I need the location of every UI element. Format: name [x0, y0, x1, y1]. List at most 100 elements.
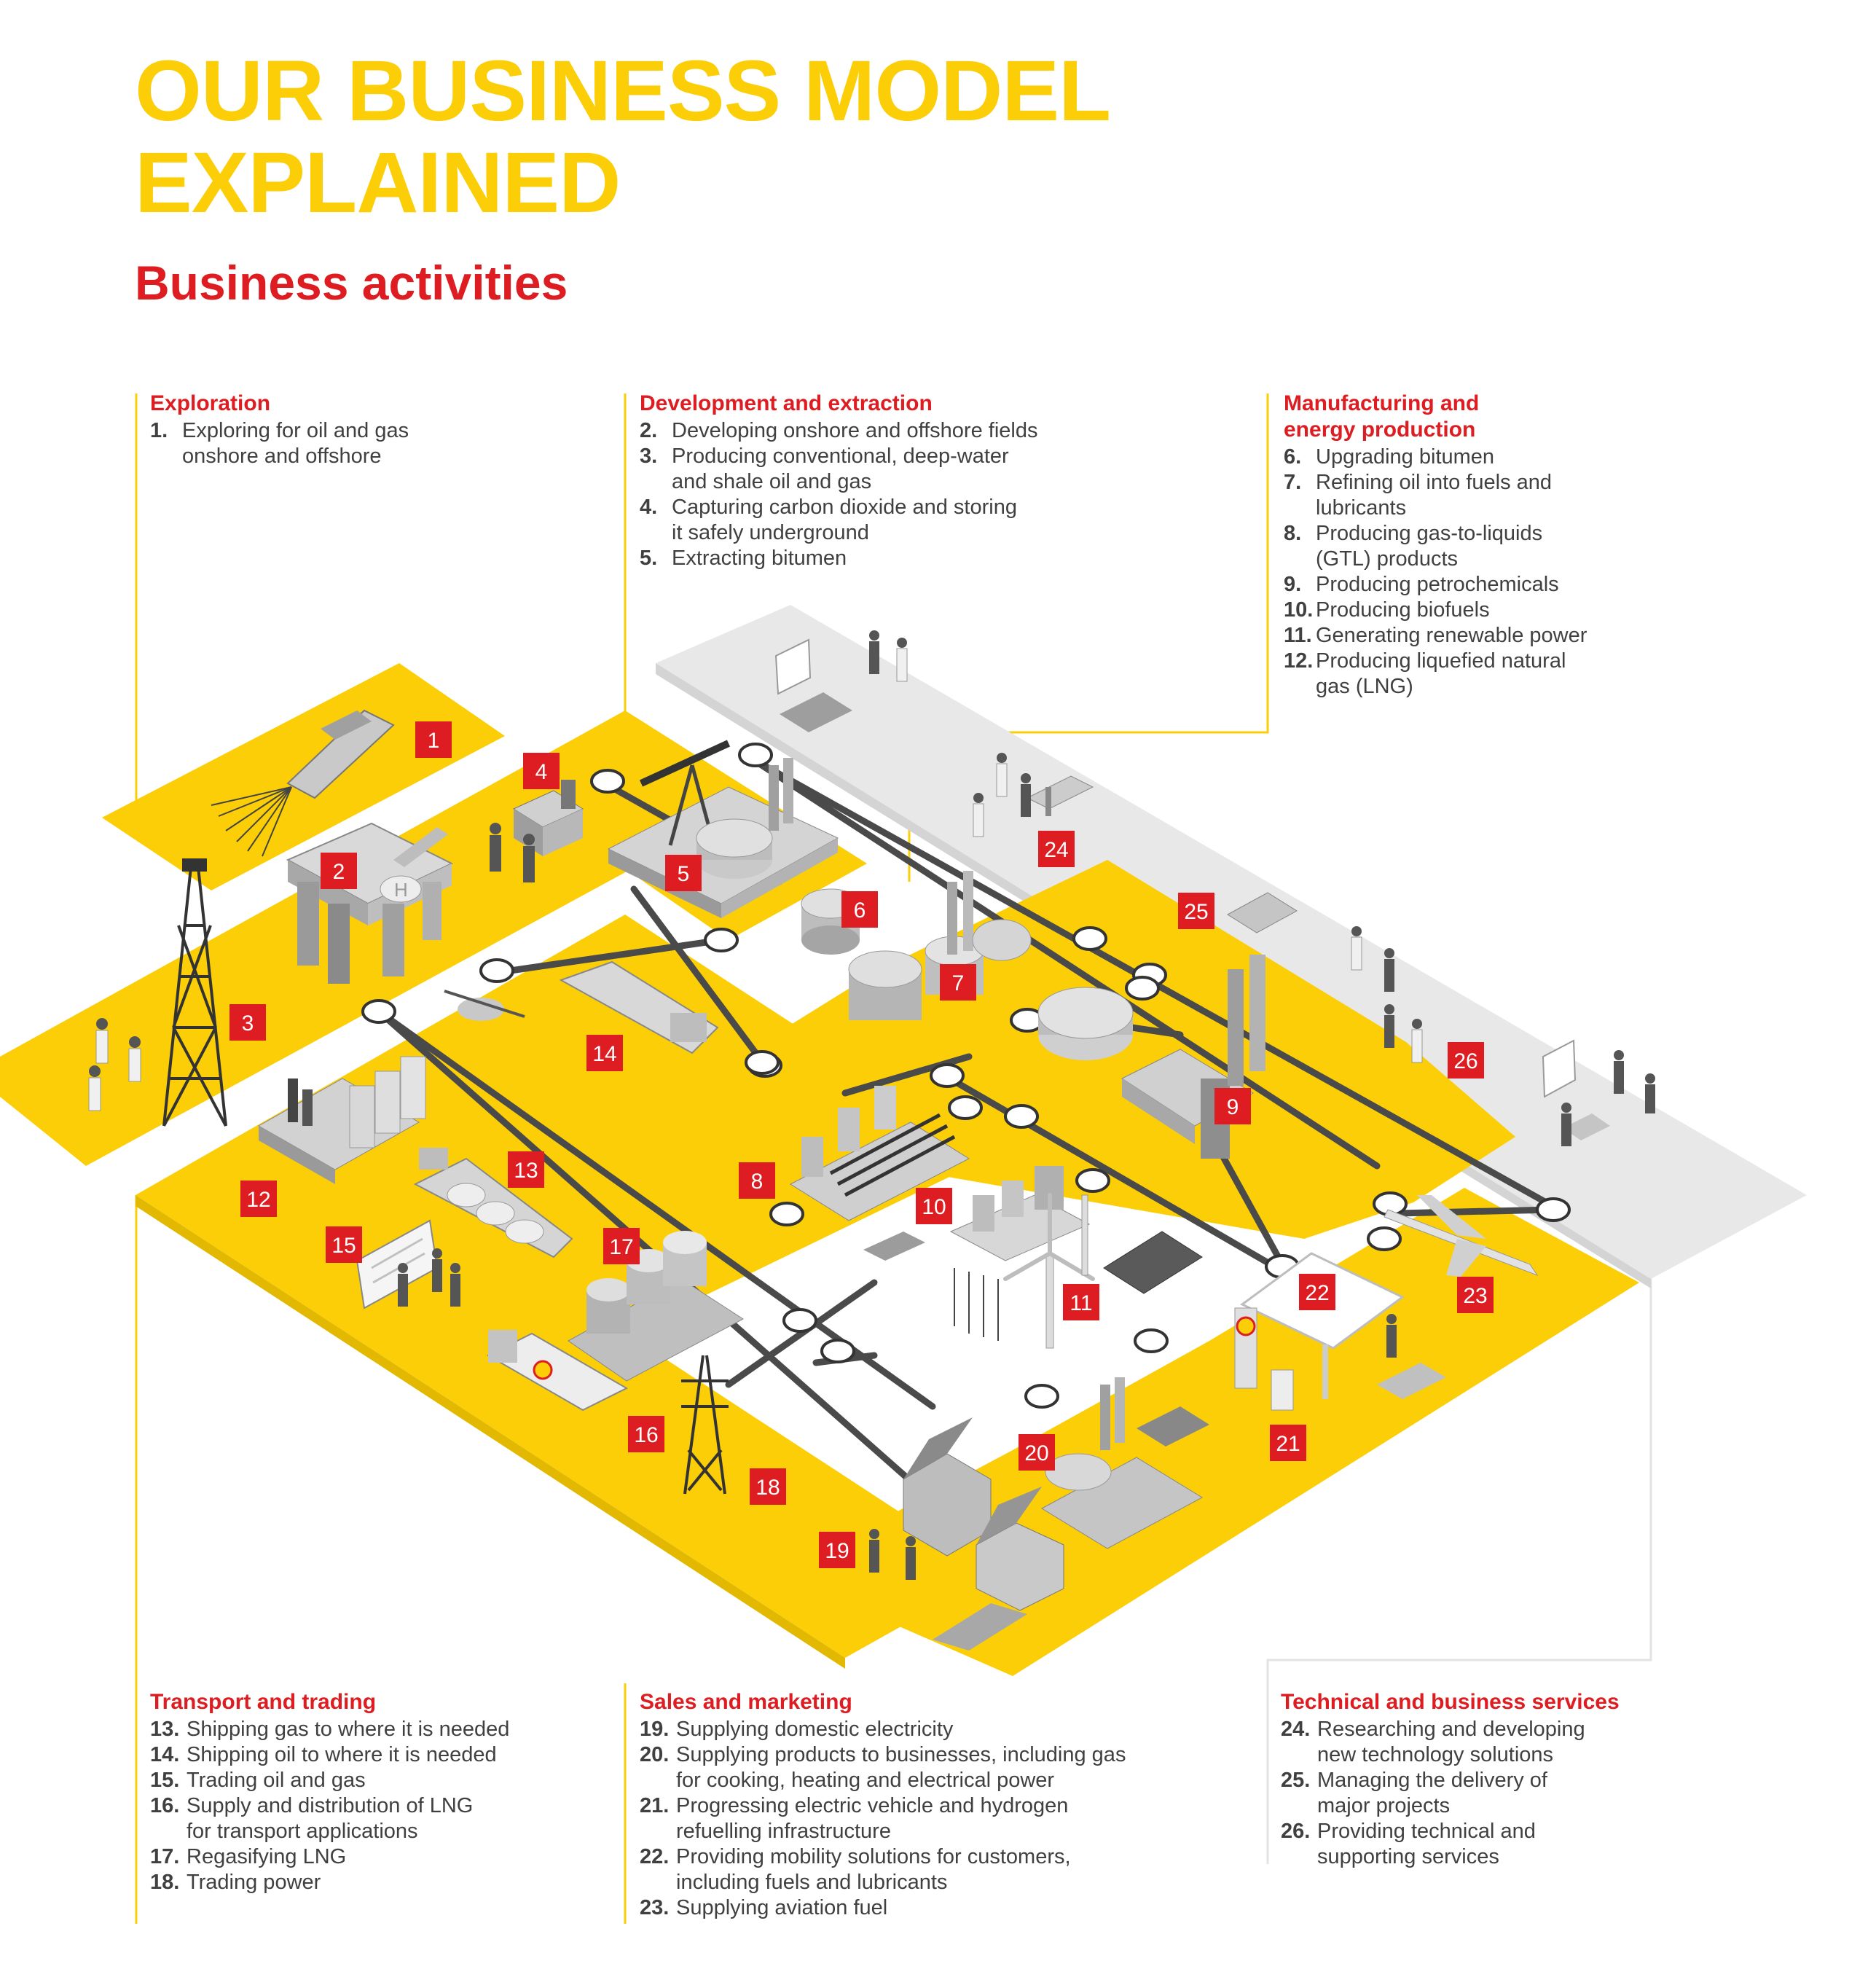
badge-box [523, 753, 560, 789]
badge-2: 2 [321, 853, 357, 889]
ccs-unit-icon [512, 780, 584, 856]
svg-text:H: H [394, 879, 408, 901]
badge-6: 6 [841, 891, 878, 928]
page-subtitle: Business activities [135, 256, 568, 310]
valve [930, 1063, 965, 1088]
badge-label: 24 [1044, 838, 1068, 862]
panel-heading: Sales and marketing [640, 1690, 852, 1714]
badge-label: 16 [634, 1423, 658, 1447]
valve [769, 1202, 804, 1226]
activity-list: 2.Developing onshore and offshore fields… [640, 418, 1048, 571]
badge-16: 16 [628, 1416, 664, 1452]
activity-item: 11.Generating renewable power [1284, 623, 1619, 649]
people-icon [88, 630, 1655, 1580]
badge-box [1270, 1425, 1306, 1461]
badge-box [819, 1532, 855, 1568]
badge-label: 6 [854, 899, 866, 923]
pipe-valves [361, 743, 1571, 1409]
activity-number: 8. [1284, 522, 1302, 545]
activity-text: new technology solutions [1317, 1743, 1554, 1766]
activity-number: 3. [640, 445, 658, 468]
refinery-icon [848, 871, 1032, 1020]
activity-number: 14. [150, 1743, 180, 1766]
activity-text: it safely underground [672, 521, 869, 544]
badge-label: 13 [514, 1159, 538, 1183]
badge-box [665, 855, 702, 891]
badge-label: 1 [428, 729, 440, 753]
activity-number: 12. [1284, 649, 1314, 673]
activity-number: 7. [1284, 471, 1302, 494]
activity-item: 18.Trading power [150, 1870, 529, 1895]
activity-number: 17. [150, 1845, 180, 1868]
panel-heading: Development and extraction [640, 391, 933, 415]
page-title: OUR BUSINESS MODEL EXPLAINED [135, 45, 1111, 231]
badge-25: 25 [1178, 893, 1214, 929]
badge-label: 11 [1070, 1291, 1092, 1315]
activity-number: 26. [1281, 1820, 1311, 1843]
badge-8: 8 [739, 1162, 775, 1199]
valve [1125, 976, 1160, 1001]
badge-box [1457, 1277, 1494, 1313]
activity-item: 10.Producing biofuels [1284, 598, 1619, 623]
activity-text: Refining oil into fuels and [1316, 471, 1553, 494]
illustrations: H [88, 630, 1655, 1651]
badge-3: 3 [229, 1004, 266, 1041]
badge-label: 25 [1184, 900, 1208, 924]
pipe-7 [492, 936, 725, 976]
valve [479, 958, 514, 983]
badge-box [586, 1035, 623, 1071]
valve [361, 999, 396, 1024]
valve [1024, 1384, 1059, 1409]
badge-17: 17 [603, 1228, 640, 1264]
valve [1004, 1104, 1039, 1129]
valve [738, 743, 773, 767]
activity-text: Supplying aviation fuel [676, 1896, 888, 1919]
activity-text: lubricants [1316, 496, 1407, 520]
badge-box [1214, 1088, 1251, 1124]
presentation-icon [774, 638, 1610, 1140]
airplane-icon [1384, 1195, 1539, 1277]
activity-number: 21. [640, 1794, 670, 1817]
lng-truck-icon [486, 1330, 629, 1412]
badge-box [1178, 893, 1214, 929]
activity-number: 25. [1281, 1769, 1311, 1792]
activity-number: 2. [640, 419, 658, 442]
badge-box [321, 853, 357, 889]
badge-7: 7 [940, 964, 976, 1001]
badge-box [628, 1416, 664, 1452]
activity-number: 18. [150, 1871, 180, 1894]
activity-text: Managing the delivery of [1317, 1769, 1547, 1792]
pipe-5 [747, 754, 1381, 1170]
activity-item: 14.Shipping oil to where it is needed [150, 1742, 529, 1768]
activity-text: Supplying products to businesses, includ… [676, 1743, 1126, 1766]
badge-box [841, 891, 878, 928]
badge-21: 21 [1270, 1425, 1306, 1461]
badge-box [1448, 1042, 1484, 1078]
badge-box [940, 964, 976, 1001]
badge-label: 17 [609, 1235, 633, 1259]
oil-tanker-icon [559, 960, 719, 1054]
activity-text: Capturing carbon dioxide and storing [672, 496, 1017, 519]
activity-item: 17.Regasifying LNG [150, 1844, 529, 1870]
activity-number: 16. [150, 1794, 180, 1817]
gtl-plant-icon [789, 1086, 970, 1221]
title-line-2: EXPLAINED [135, 135, 621, 231]
activity-item: 19.Supplying domestic electricity [640, 1717, 1135, 1742]
pipe-14 [1395, 1206, 1555, 1217]
badge-1: 1 [415, 721, 452, 758]
activity-text: Providing mobility solutions for custome… [676, 1845, 1071, 1868]
badge-box [415, 721, 452, 758]
activity-text: Producing gas-to-liquids [1316, 522, 1543, 545]
badge-9: 9 [1214, 1088, 1251, 1124]
activity-number: 5. [640, 547, 658, 570]
badge-10: 10 [916, 1188, 952, 1224]
badge-box [1019, 1434, 1055, 1471]
badge-19: 19 [819, 1532, 855, 1568]
lng-plant-icon [257, 1056, 426, 1184]
badge-11: 11 [1063, 1284, 1099, 1320]
